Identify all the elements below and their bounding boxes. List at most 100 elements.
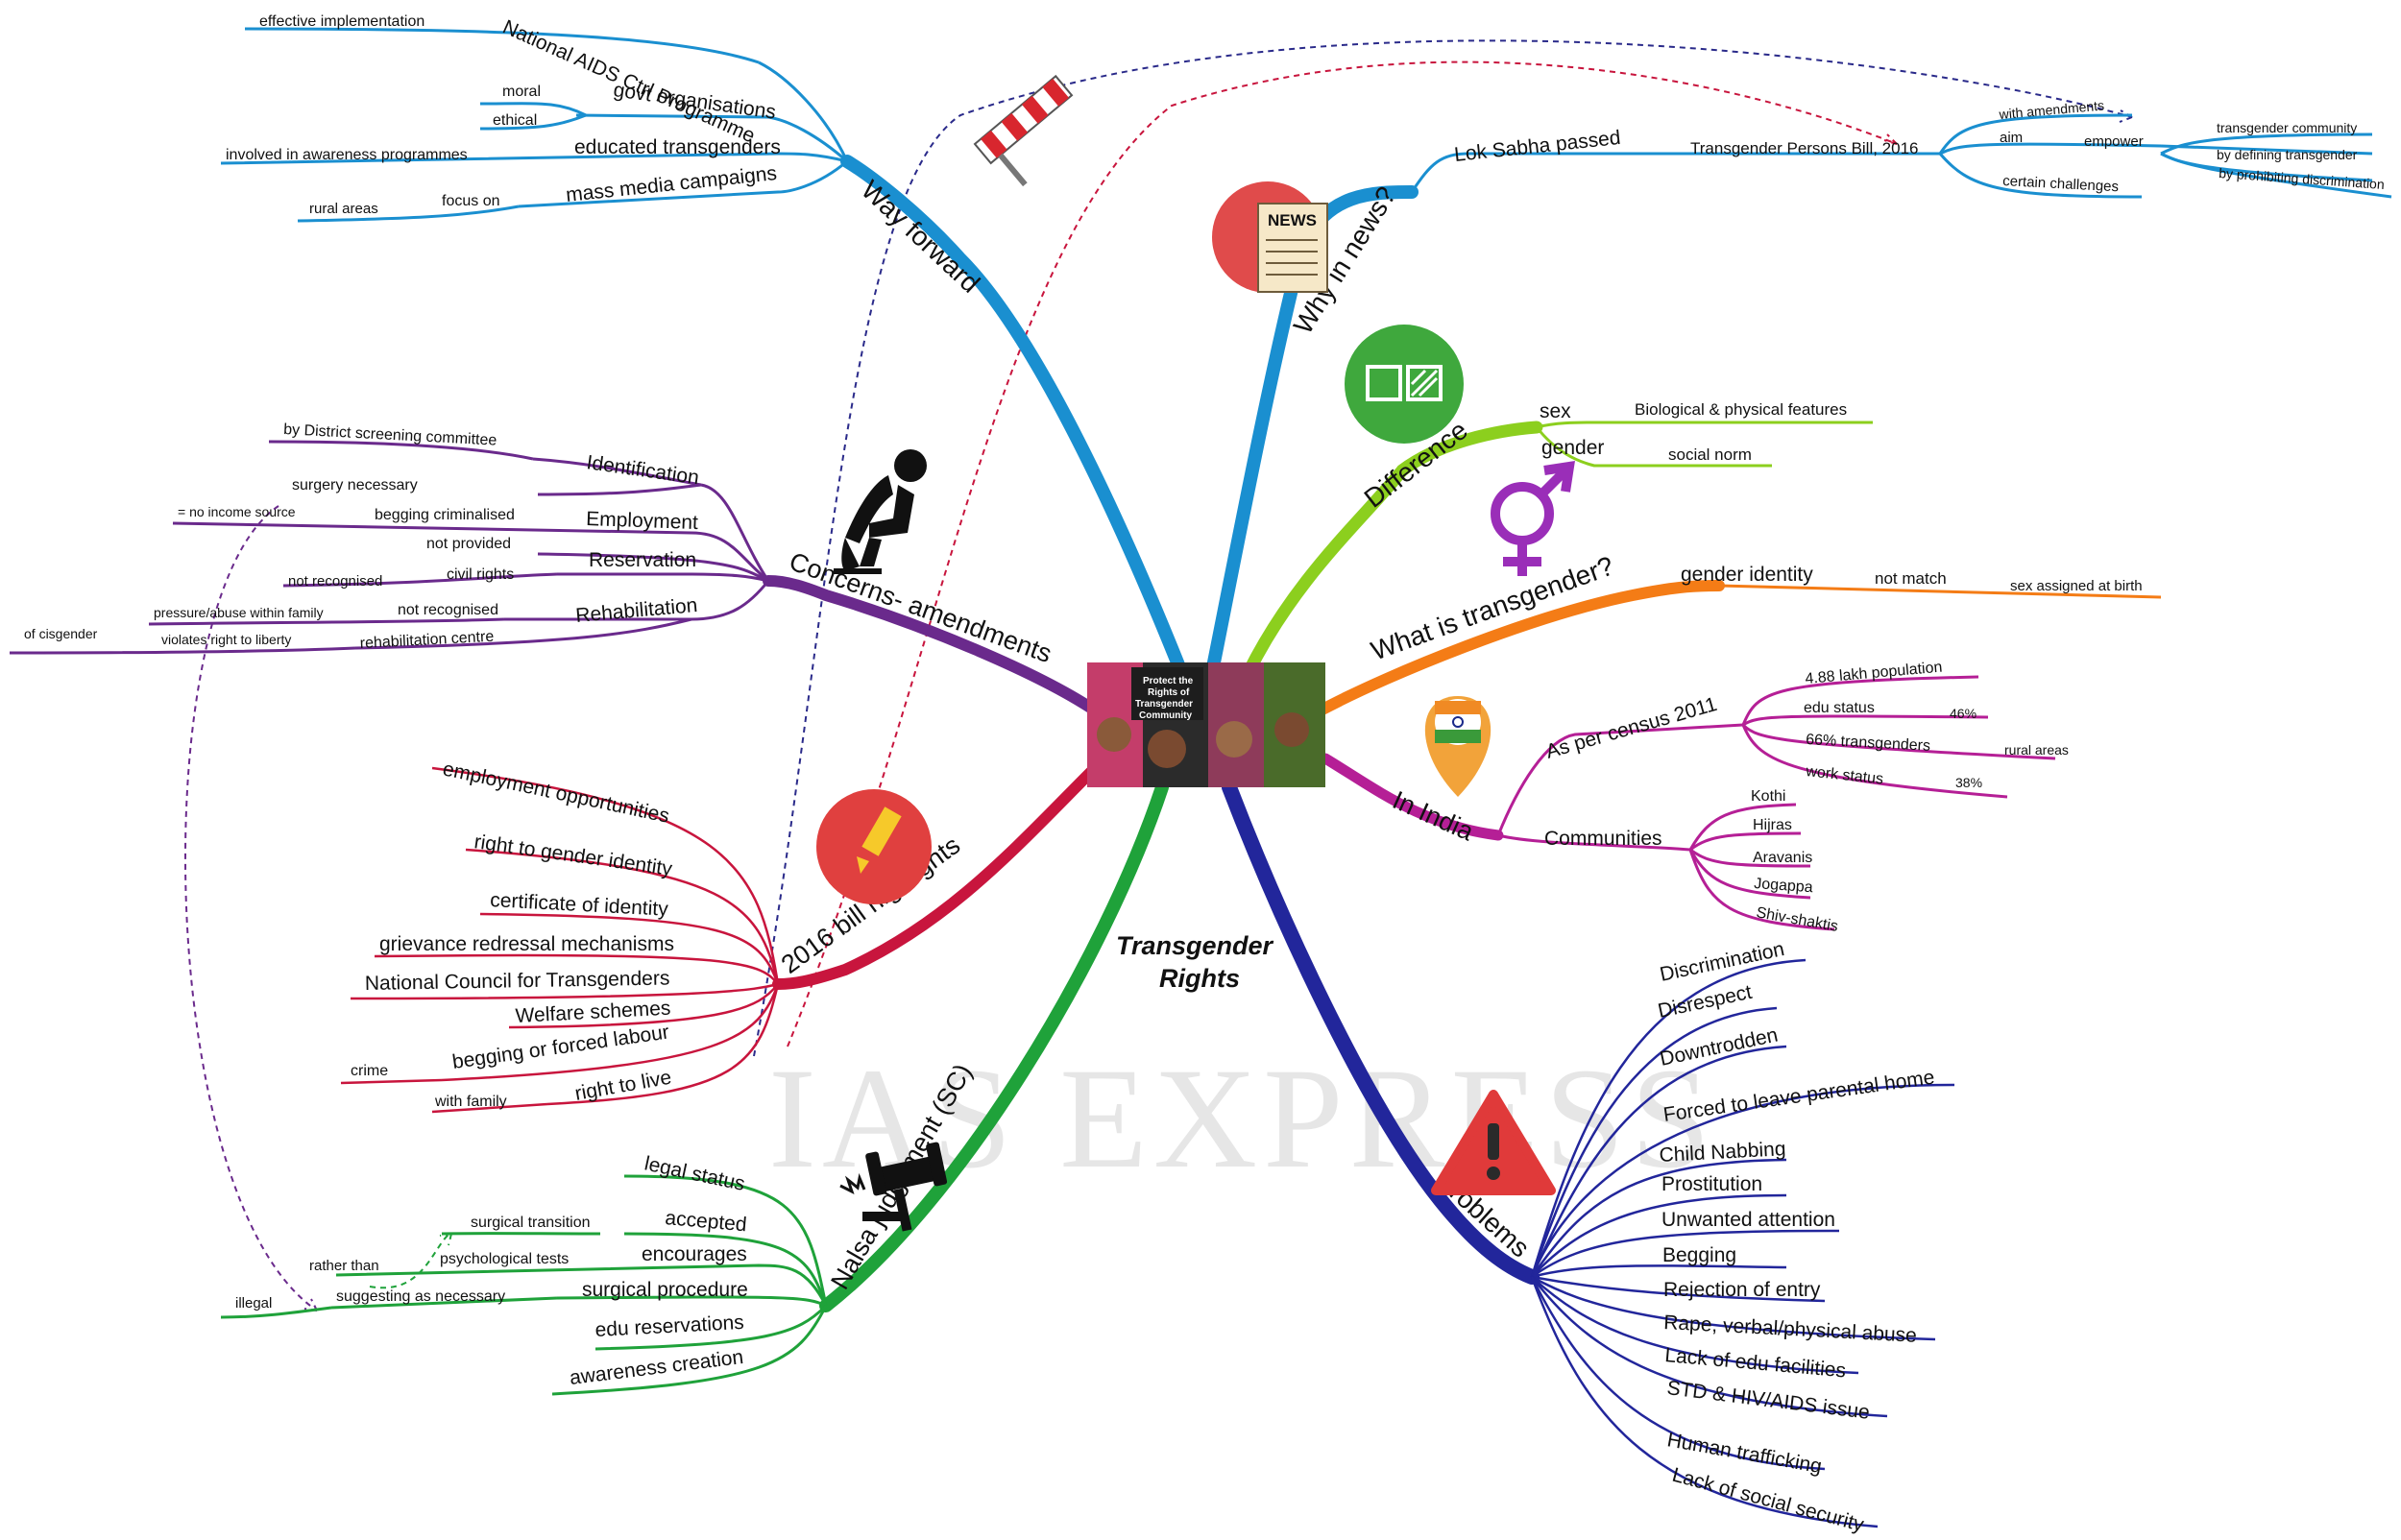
rural-node: rural areas — [2004, 742, 2069, 758]
awareness-node: awareness creation — [569, 1346, 745, 1389]
not-recognised-civil-node: not recognised — [288, 573, 382, 590]
educated-node: educated transgenders — [574, 136, 781, 158]
pressure-node: pressure/abuse within family — [154, 605, 324, 620]
work-status-node: work status — [1805, 763, 1884, 787]
problems-nodes: Problems Discrimination Disrespect Downt… — [1431, 938, 1936, 1536]
surg-proc-node: surgical procedure — [582, 1279, 748, 1301]
sex-node: sex — [1540, 400, 1571, 422]
way-forward-nodes: Way forward National AIDS Ctrl Programme… — [226, 13, 985, 299]
psych-node: psychological tests — [440, 1251, 569, 1267]
reservation-node: Reservation — [589, 549, 696, 571]
india-nodes: In India As per census 2011 4.88 lakh po… — [1389, 660, 2069, 935]
nacp-sub: effective implementation — [259, 13, 424, 30]
newspaper-icon: NEWS — [1212, 181, 1328, 293]
no-income-node: = no income source — [178, 504, 296, 519]
cisgender-node: of cisgender — [24, 626, 98, 641]
center-title-line1: Transgender — [1116, 931, 1274, 960]
accepted-node: accepted — [665, 1207, 748, 1236]
problem-item-11: Lack of edu facilities — [1664, 1344, 1847, 1382]
begging-node: begging criminalised — [375, 507, 515, 523]
bill-node: Transgender Persons Bill, 2016 — [1690, 139, 1919, 157]
difference-links — [1535, 421, 1873, 468]
concerns-links — [9, 440, 770, 655]
empower-node: empower — [2084, 133, 2144, 150]
image-caption-1: Protect the — [1143, 676, 1194, 686]
educated-sub: involved in awareness programmes — [226, 147, 468, 163]
aim-node: aim — [2000, 130, 2023, 146]
news-badge: NEWS — [1268, 211, 1317, 229]
india-label: In India — [1389, 785, 1479, 847]
prohibiting-node: by prohibiting discrimination — [2219, 165, 2385, 192]
warning-icon — [1431, 1090, 1556, 1195]
bill-links — [340, 766, 780, 1114]
edu-res-node: edu reservations — [594, 1311, 744, 1341]
edu-pct: 46% — [1950, 706, 1977, 721]
surgery-node: surgery necessary — [292, 477, 418, 493]
govt-moral: moral — [502, 84, 541, 100]
defining-node: by defining transgender — [2217, 147, 2358, 162]
transgender-community: transgender community — [2217, 120, 2357, 135]
pct66-node: 66% transgenders — [1806, 732, 1931, 755]
challenges-node: certain challenges — [2002, 173, 2120, 195]
bill-crime: crime — [351, 1063, 388, 1079]
gender-sub: social norm — [1668, 445, 1752, 464]
community-jogappa: Jogappa — [1754, 876, 1814, 896]
image-caption-3: Transgender — [1135, 699, 1193, 710]
problem-item-14: Lack of social security — [1670, 1464, 1867, 1537]
sex-sub: Biological & physical features — [1635, 400, 1847, 419]
community-hijras: Hijras — [1753, 817, 1792, 833]
bill-item-5: National Council for Transgenders — [365, 967, 670, 995]
bill-item-2: right to gender identity — [473, 830, 673, 880]
encourages-node: encourages — [642, 1243, 747, 1265]
gavel-icon — [839, 1142, 948, 1232]
problem-item-8: Begging — [1662, 1244, 1736, 1266]
problem-item-12: STD & HIV/AIDS issue — [1665, 1377, 1871, 1424]
community-kothi: Kothi — [1751, 788, 1785, 805]
what-is-nodes: What is transgender? gender identity not… — [1367, 550, 2142, 665]
way-forward-label: Way forward — [856, 175, 985, 299]
lok-sabha-node: Lok Sabha passed — [1453, 127, 1621, 166]
population-node: 4.88 lakh population — [1805, 660, 1943, 687]
assigned-node: sex assigned at birth — [2010, 578, 2143, 594]
india-links — [1496, 675, 2056, 931]
problem-item-10: Rape, verbal/physical abuse — [1663, 1311, 1918, 1347]
mass-rural: rural areas — [309, 201, 378, 217]
nalsa-links — [220, 1174, 828, 1396]
not-recognised-node: not recognised — [398, 602, 498, 618]
identity-node: gender identity — [1681, 564, 1813, 586]
problem-item-7: Unwanted attention — [1661, 1209, 1835, 1231]
violates-node: violates right to liberty — [161, 632, 291, 647]
civil-node: civil rights — [447, 566, 514, 583]
bill-with-family: with family — [434, 1094, 507, 1110]
highlighter-icon — [816, 789, 932, 904]
surg-trans-node: surgical transition — [471, 1215, 591, 1231]
bill-item-7: begging or forced labour — [450, 1021, 670, 1072]
problem-item-6: Prostitution — [1661, 1173, 1762, 1195]
news-nodes: Why in news? Lok Sabha passed Transgende… — [1288, 97, 2385, 339]
india-flag-pin-icon — [1424, 696, 1492, 797]
not-match-node: not match — [1875, 569, 1947, 588]
with-amendments: with amendments — [1998, 97, 2105, 122]
community-shivshaktis: Shiv-shaktis — [1755, 904, 1839, 935]
worried-person-icon — [834, 449, 927, 574]
not-provided-node: not provided — [426, 536, 511, 552]
news-links — [1410, 113, 2392, 199]
mass-focus: focus on — [442, 193, 499, 209]
suggesting-node: suggesting as necessary — [336, 1288, 505, 1305]
center-title-line2: Rights — [1159, 964, 1240, 993]
image-caption-4: Community — [1139, 710, 1192, 721]
govt-ethical: ethical — [493, 112, 537, 129]
illegal-node: illegal — [235, 1295, 272, 1311]
mass-node: mass media campaigns — [565, 162, 778, 206]
edu-status-node: edu status — [1804, 700, 1875, 716]
bill-item-1: employment opportunities — [441, 758, 671, 827]
legal-node: legal status — [643, 1152, 747, 1195]
problem-item-9: Rejection of entry — [1663, 1279, 1821, 1301]
bill-item-3: certificate of identity — [490, 889, 669, 921]
problems-links — [1530, 958, 1955, 1528]
main-branches — [763, 155, 1725, 1312]
way-forward-links — [220, 27, 849, 223]
squares-icon — [1345, 325, 1464, 444]
barrier-icon — [973, 74, 1074, 187]
